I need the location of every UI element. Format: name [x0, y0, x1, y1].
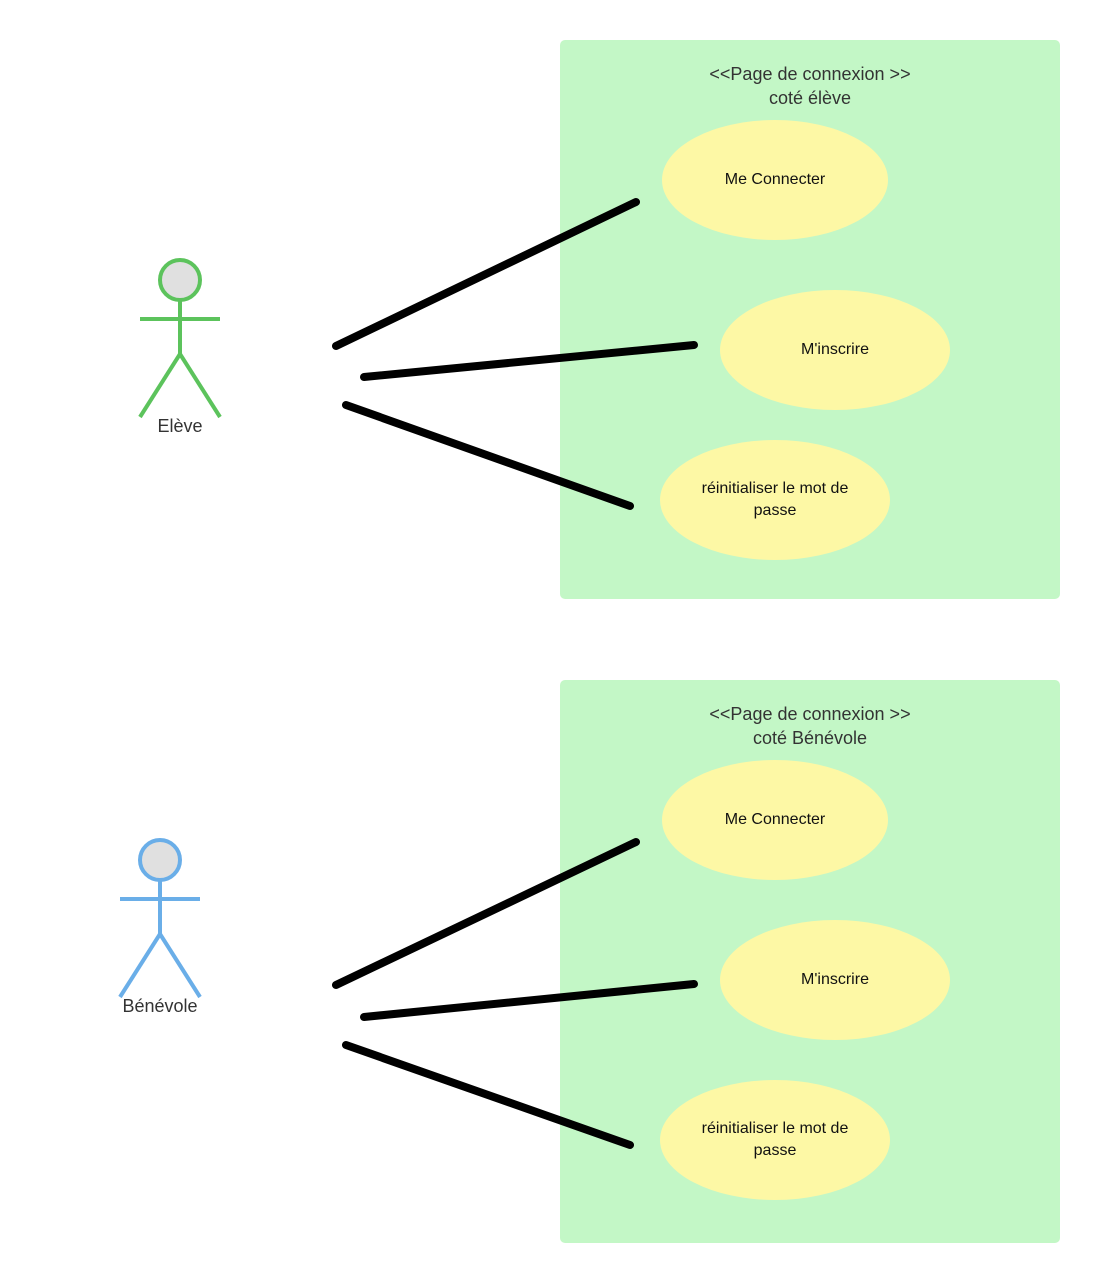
usecase-label: réinitialiser le mot de passe — [701, 1120, 849, 1159]
usecase-reinitialiser-mot-de-passe[interactable]: réinitialiser le mot de passe — [660, 1080, 890, 1200]
actor-label-eleve: Elève — [157, 416, 203, 436]
association-line — [342, 1041, 634, 1149]
system-title: <<Page de connexion >> coté Bénévole — [560, 702, 1060, 750]
usecase-label: M'inscrire — [801, 341, 869, 358]
actor-eleve[interactable] — [138, 258, 222, 419]
actor-leg-left — [138, 352, 182, 419]
actor-benevole[interactable] — [118, 838, 202, 999]
system-title-line2: coté élève — [768, 88, 852, 108]
actor-leg-right — [158, 932, 202, 999]
system-title-line2: coté Bénévole — [752, 728, 868, 748]
usecase-me-connecter[interactable]: Me Connecter — [662, 120, 888, 240]
system-title-line1: <<Page de connexion >> — [709, 704, 911, 724]
actor-head — [138, 838, 182, 882]
associations-benevole — [332, 838, 698, 1149]
usecase-label: réinitialiser le mot de passe — [701, 480, 849, 519]
system-title-line1: <<Page de connexion >> — [709, 64, 911, 84]
actor-leg-right — [178, 352, 222, 419]
association-line — [360, 341, 698, 381]
actor-leg-left — [118, 932, 162, 999]
usecase-label: Me Connecter — [724, 811, 826, 828]
usecase-m-inscrire[interactable]: M'inscrire — [720, 290, 950, 410]
usecase-label: Me Connecter — [724, 171, 826, 188]
associations-eleve — [332, 198, 698, 510]
usecase-m-inscrire[interactable]: M'inscrire — [720, 920, 950, 1040]
usecase-reinitialiser-mot-de-passe[interactable]: réinitialiser le mot de passe — [660, 440, 890, 560]
association-line — [360, 980, 698, 1021]
association-line — [342, 401, 634, 510]
actor-head — [158, 258, 202, 302]
association-line — [332, 198, 640, 350]
usecase-me-connecter[interactable]: Me Connecter — [662, 760, 888, 880]
system-title: <<Page de connexion >> coté élève — [560, 62, 1060, 110]
association-line — [332, 838, 640, 989]
usecase-label: M'inscrire — [801, 971, 869, 988]
actor-label-benevole: Bénévole — [122, 996, 198, 1016]
